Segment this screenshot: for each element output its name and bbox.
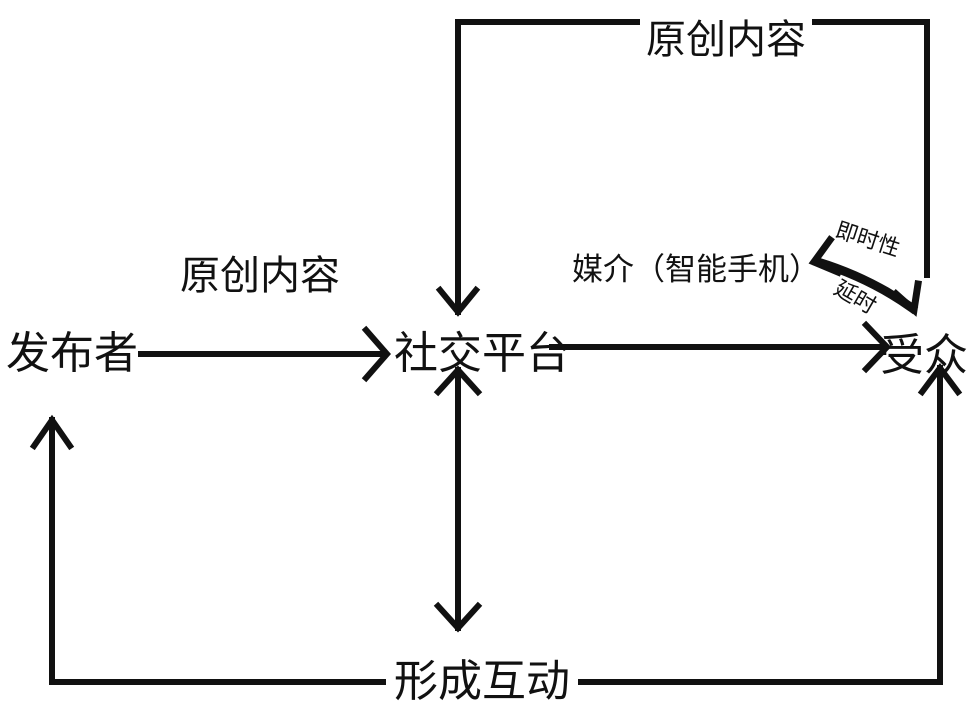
platform-interaction-arrowhead-up xyxy=(433,365,483,397)
publisher-to-platform-label: 原创内容 xyxy=(180,253,340,299)
platform-node: 社交平台 xyxy=(394,328,570,379)
interaction-node: 形成互动 xyxy=(386,656,578,708)
audience-node: 受众 xyxy=(880,330,968,381)
publisher-to-platform-arrowhead xyxy=(361,325,391,383)
top-loop-arrowhead xyxy=(435,285,481,317)
platform-to-audience-arrowhead xyxy=(861,320,892,374)
platform-interaction-arrowhead-down xyxy=(433,601,483,633)
medium-label: 媒介（智能手机） xyxy=(572,252,820,288)
bottom-right-arrowhead xyxy=(917,363,963,397)
top-loop-label: 原创内容 xyxy=(640,16,812,64)
instant-delay-arrowhead-right xyxy=(891,280,922,317)
bottom-left-arrowhead xyxy=(29,414,75,451)
publisher-node: 发布者 xyxy=(6,328,138,380)
bottom-loop-line xyxy=(49,365,943,685)
instant-delay-arrowhead-left xyxy=(808,235,843,277)
